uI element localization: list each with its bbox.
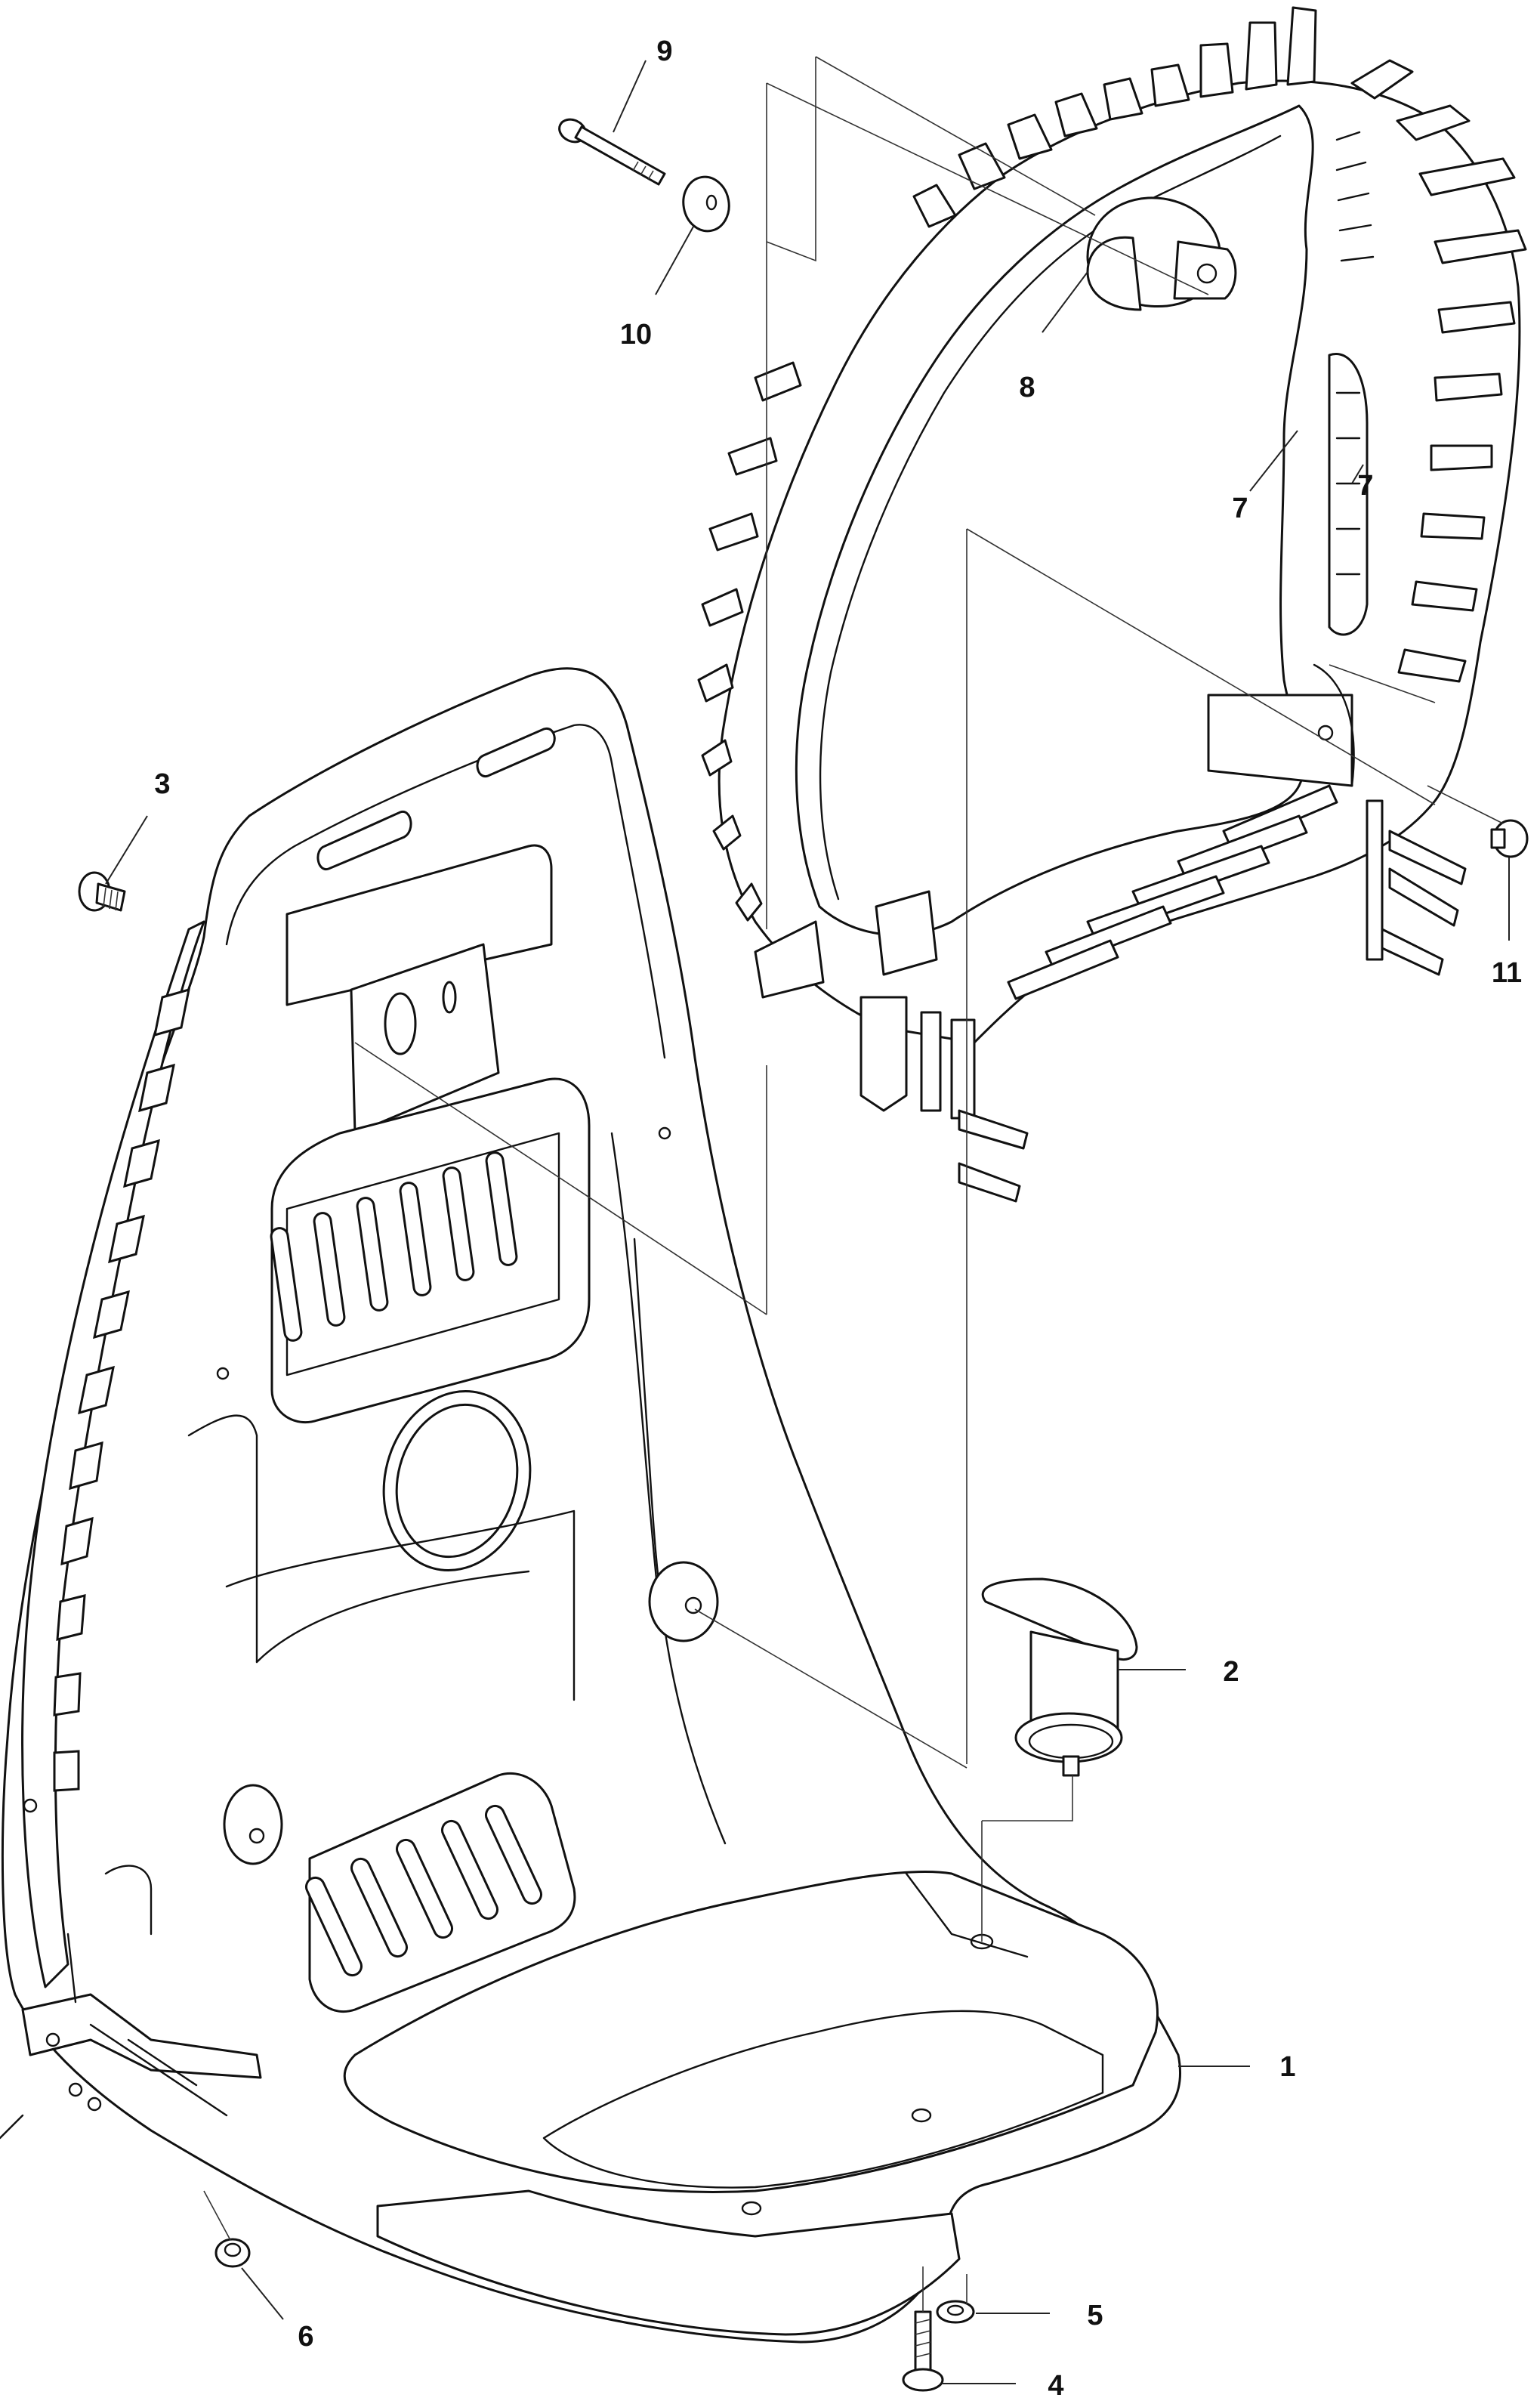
callout-labels: 1 2 3 4 5 6 7 7 8 9 10 11 <box>154 36 1522 2402</box>
frame-lower-vents <box>304 1804 543 1977</box>
callout-leaders <box>105 60 1510 2384</box>
frame-upper-vents <box>270 1151 518 1342</box>
part-1-backpack-frame <box>0 667 1182 2344</box>
housing-bottom-fins <box>1007 784 1338 1000</box>
callout-10: 10 <box>620 319 652 351</box>
part-7-fan-housing <box>697 6 1527 1203</box>
callout-5: 5 <box>1087 2300 1103 2331</box>
callout-8: 8 <box>1019 372 1035 403</box>
part-11-screw <box>1490 819 1529 858</box>
part-10-washer <box>682 175 730 233</box>
callout-4: 4 <box>1048 2370 1063 2402</box>
callout-11: 11 <box>1492 957 1522 989</box>
callout-3: 3 <box>154 768 170 800</box>
housing-top-fins <box>912 6 1317 228</box>
part-4-screw <box>902 2310 944 2392</box>
housing-right-fins <box>1350 59 1527 683</box>
part-3-screw <box>78 871 126 912</box>
housing-left-fins <box>697 361 802 922</box>
frame-edge-ribs <box>53 987 190 1792</box>
callout-2: 2 <box>1223 1656 1239 1688</box>
part-9-bolt <box>558 118 666 186</box>
housing-upper-slots <box>1335 131 1375 262</box>
part-8-grommet <box>1086 196 1237 311</box>
callout-1: 1 <box>1279 2051 1295 2083</box>
callout-9: 9 <box>656 36 672 67</box>
callout-7b: 7 <box>1357 470 1373 502</box>
part-5-washer <box>936 2300 975 2324</box>
callout-7a: 7 <box>1232 493 1248 524</box>
callout-6: 6 <box>298 2321 313 2353</box>
assembly-lines <box>203 56 1504 2312</box>
part-6-nut <box>214 2238 251 2268</box>
part-2-vibration-damper <box>981 1577 1138 1777</box>
